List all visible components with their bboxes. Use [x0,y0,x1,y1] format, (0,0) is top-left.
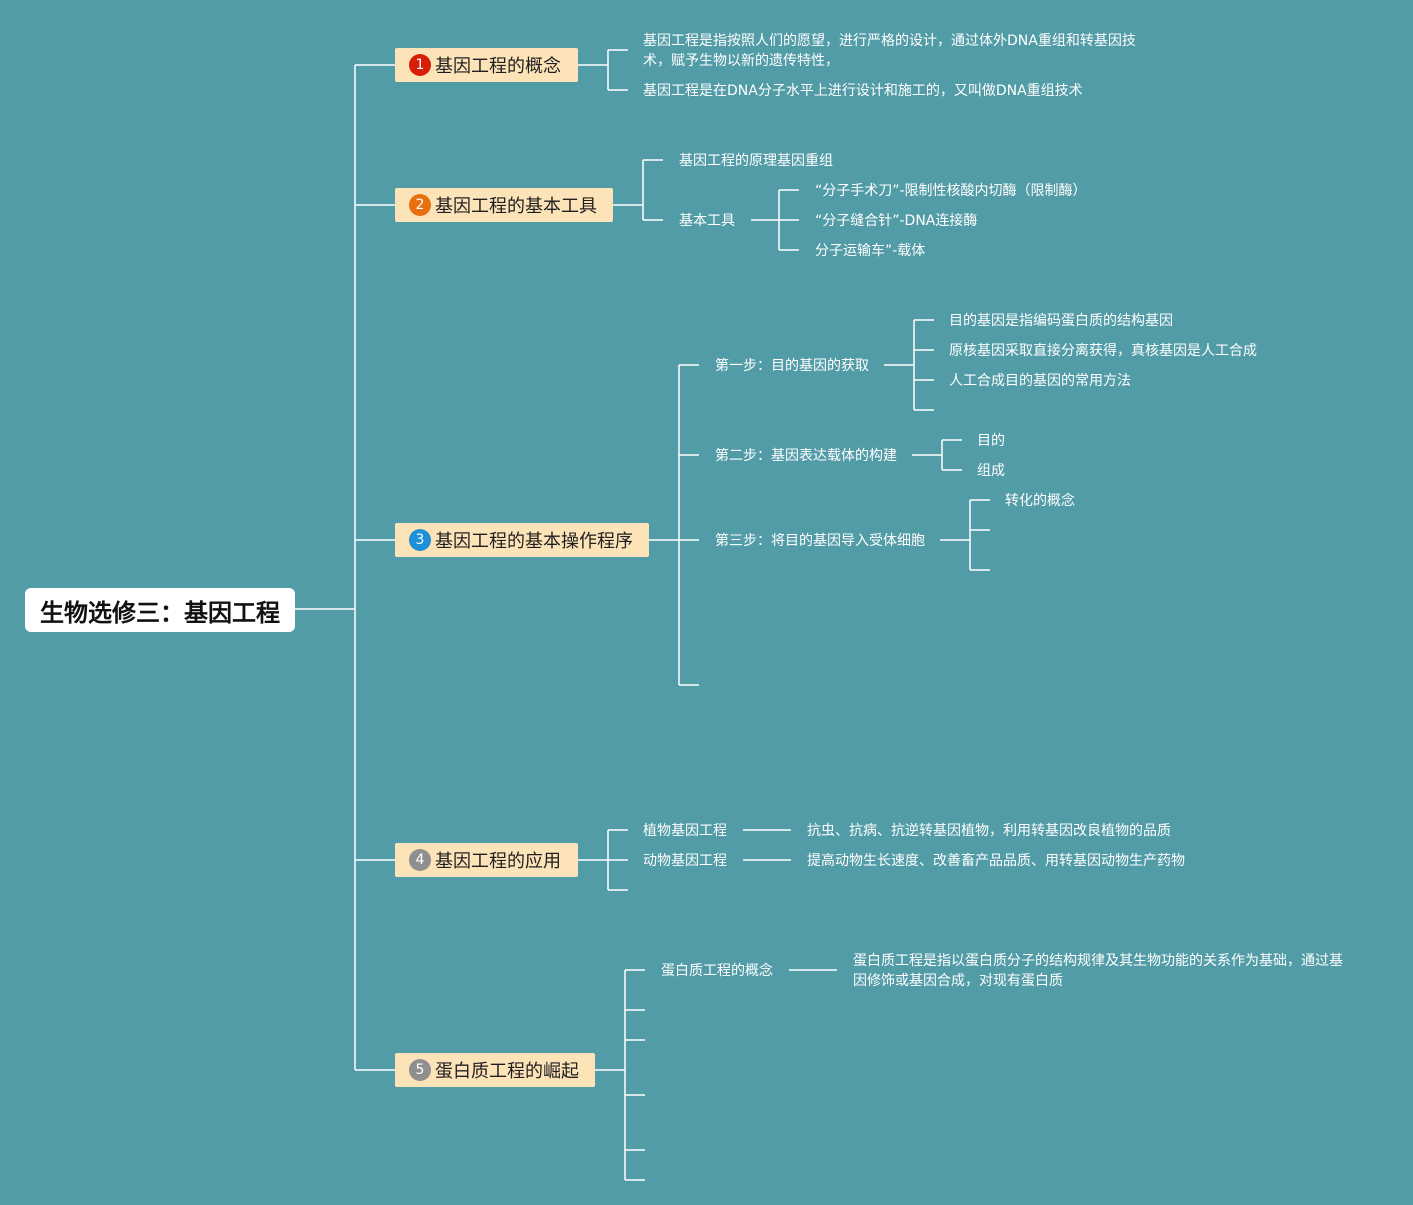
badge-3: 3 [409,529,431,551]
root-topic[interactable]: 生物选修三：基因工程 [25,588,295,632]
node-protein-engineering-definition[interactable]: 蛋白质工程是指以蛋白质分子的结构规律及其生物功能的关系作为基础，通过基因修饰或基… [853,953,1343,989]
node-step-1-detail-3[interactable]: 人工合成目的基因的常用方法 [949,373,1131,389]
node-step-2-composition[interactable]: 组成 [977,463,1005,479]
branch-title: 基因工程的基本工具 [435,196,597,217]
node-animal-detail[interactable]: 提高动物生长速度、改善畜产品品质、用转基因动物生产药物 [807,853,1185,869]
node-step-2-purpose[interactable]: 目的 [977,433,1005,449]
branch-title: 基因工程的基本操作程序 [435,531,633,552]
node-step-1-detail-1[interactable]: 目的基因是指编码蛋白质的结构基因 [949,313,1173,329]
branch-title: 基因工程的应用 [435,851,561,872]
node-concept-definition[interactable]: 基因工程是指按照人们的愿望，进行严格的设计，通过体外DNA重组和转基因技术，赋予… [643,33,1136,69]
node-step-1[interactable]: 第一步：目的基因的获取 [715,358,869,374]
node-tools-principle[interactable]: 基因工程的原理基因重组 [679,153,833,169]
branch-title: 蛋白质工程的崛起 [435,1061,579,1082]
node-basic-tools[interactable]: 基本工具 [679,213,735,229]
node-animal-engineering[interactable]: 动物基因工程 [643,853,727,869]
node-restriction-enzyme[interactable]: “分子手术刀”-限制性核酸内切酶（限制酶） [815,183,1087,199]
node-step-1-detail-2[interactable]: 原核基因采取直接分离获得，真核基因是人工合成 [949,343,1257,359]
badge-2: 2 [409,194,431,216]
badge-5: 5 [409,1059,431,1081]
node-step-3[interactable]: 第三步：将目的基因导入受体细胞 [715,533,925,549]
branch-protein-engineering[interactable]: 5 蛋白质工程的崛起 [395,1053,595,1087]
branch-procedure[interactable]: 3 基因工程的基本操作程序 [395,523,649,557]
branch-tools[interactable]: 2 基因工程的基本工具 [395,188,613,222]
node-plant-engineering[interactable]: 植物基因工程 [643,823,727,839]
node-concept-dna-recombination[interactable]: 基因工程是在DNA分子水平上进行设计和施工的，又叫做DNA重组技术 [643,83,1083,99]
branch-application[interactable]: 4 基因工程的应用 [395,843,578,877]
badge-4: 4 [409,849,431,871]
branch-title: 基因工程的概念 [435,56,561,77]
node-step-3-transformation[interactable]: 转化的概念 [1005,493,1075,509]
node-plant-detail[interactable]: 抗虫、抗病、抗逆转基因植物，利用转基因改良植物的品质 [807,823,1171,839]
node-dna-ligase[interactable]: “分子缝合针”-DNA连接酶 [815,213,978,229]
badge-1: 1 [409,54,431,76]
node-step-2[interactable]: 第二步：基因表达载体的构建 [715,448,897,464]
node-protein-engineering-concept[interactable]: 蛋白质工程的概念 [661,963,773,979]
node-vector[interactable]: 分子运输车”-载体 [815,243,926,259]
branch-concept[interactable]: 1 基因工程的概念 [395,48,578,82]
